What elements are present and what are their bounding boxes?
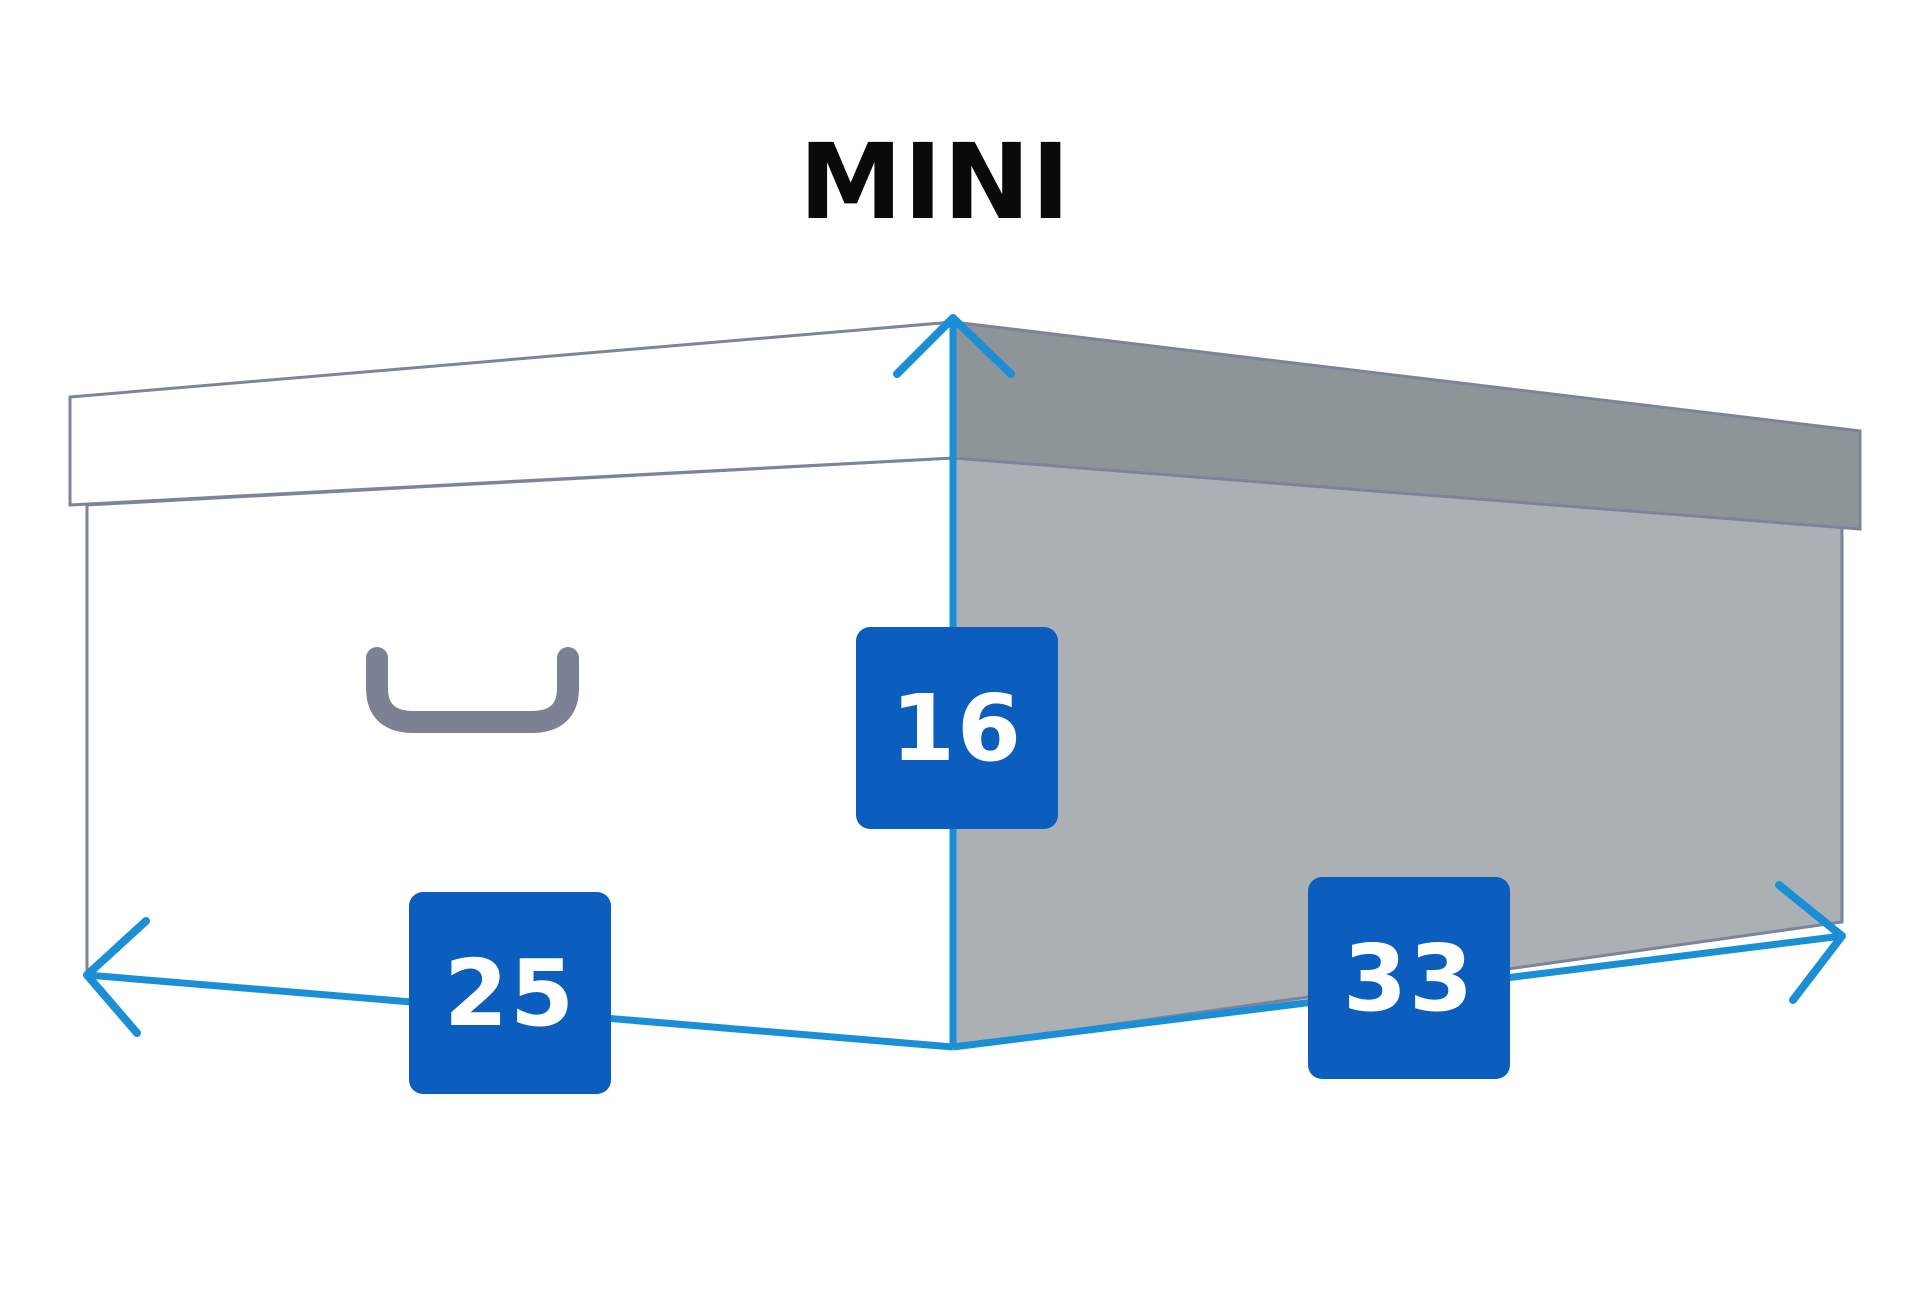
height-badge: 16	[856, 627, 1058, 829]
width-badge: 25	[409, 892, 611, 1094]
handle-icon	[366, 647, 579, 733]
depth-badge: 33	[1308, 877, 1510, 1079]
diagram-title: MINI	[799, 121, 1071, 243]
arrow-icon	[1775, 881, 1846, 1004]
arrow-icon	[83, 917, 150, 1037]
arrow-icon	[893, 314, 1015, 378]
